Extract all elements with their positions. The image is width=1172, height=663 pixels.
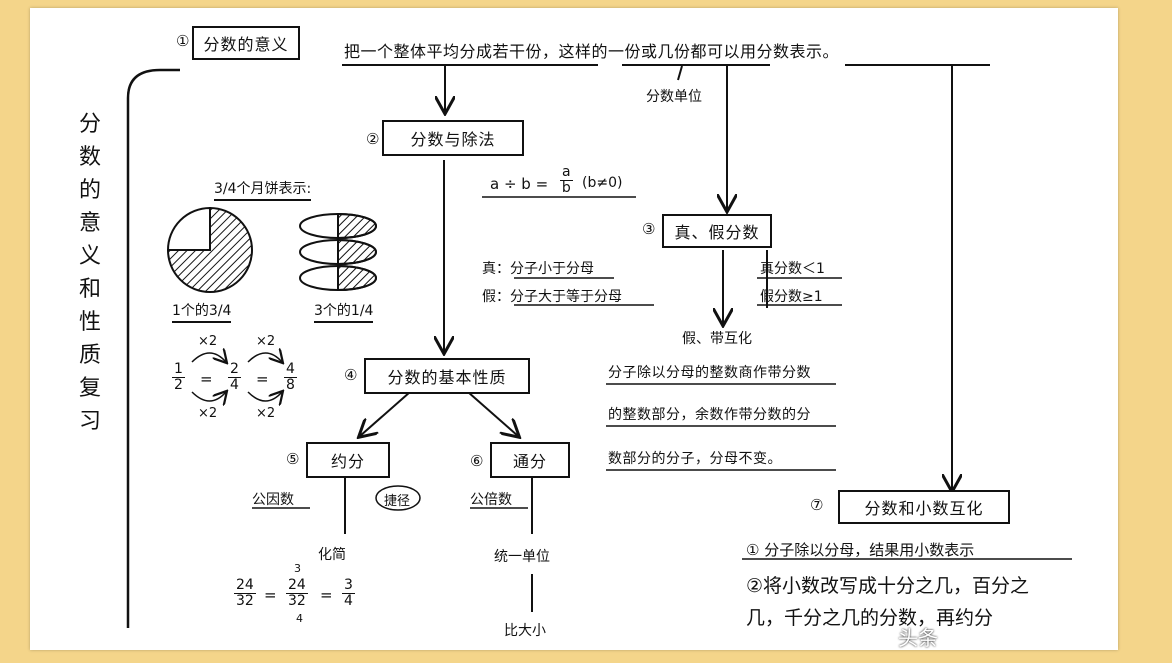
section2-box: 分数与除法 xyxy=(382,120,524,156)
section7-label: 分数和小数互化 xyxy=(864,499,984,518)
times-label: ×2 xyxy=(198,406,218,421)
section6-box: 通分 xyxy=(490,442,570,478)
numerator: 3 xyxy=(342,577,355,594)
rule1-text: ① 分子除以分母，结果用小数表示 xyxy=(746,541,975,559)
proper-definition: 真：分子小于分母 xyxy=(482,261,594,277)
title-char: 习 xyxy=(78,409,101,434)
fraction-four-eighths: 4 8 xyxy=(284,362,297,393)
equals-sign: = xyxy=(256,370,269,388)
division-formula: a ÷ b = xyxy=(490,175,549,193)
denominator: 4 xyxy=(230,377,239,393)
numerator: 2 xyxy=(228,361,241,378)
denominator: 32 xyxy=(236,593,254,609)
shortcut-label: 捷径 xyxy=(384,494,411,509)
title-char: 意 xyxy=(78,211,101,236)
title-char: 数 xyxy=(78,145,101,170)
title-char: 义 xyxy=(78,244,101,269)
formula-fraction: a b xyxy=(560,165,573,196)
equals-sign: = xyxy=(320,586,333,604)
title-char: 分 xyxy=(78,112,101,137)
fraction-one-half: 1 2 xyxy=(172,362,185,393)
title-char: 和 xyxy=(78,277,101,302)
connector-lines xyxy=(126,64,1072,628)
watermark: 头条 xyxy=(898,626,938,650)
section3-box: 真、假分数 xyxy=(662,214,772,248)
cancel-bottom: 4 xyxy=(296,612,303,625)
section1-number: ① xyxy=(176,32,190,50)
title-char: 复 xyxy=(78,376,101,401)
mixed-text-line: 的整数部分，余数作带分数的分 xyxy=(608,407,811,423)
numerator: 24 xyxy=(286,577,308,594)
section5-number: ⑤ xyxy=(286,450,300,468)
example-fraction: 24 32 xyxy=(234,578,256,609)
mixed-title: 假、带互化 xyxy=(682,331,752,347)
times-label: ×2 xyxy=(256,334,276,349)
numerator: 4 xyxy=(284,361,297,378)
mooncake-caption-2: 3个的1/4 xyxy=(314,300,374,323)
gcd-label: 公因数 xyxy=(252,492,294,508)
formula-denominator: b xyxy=(561,180,571,196)
section6-label: 通分 xyxy=(512,452,547,471)
rule2-line2: 几，千分之几的分数，再约分 xyxy=(746,607,994,629)
title-char: 质 xyxy=(78,343,101,368)
section3-label: 真、假分数 xyxy=(674,223,760,242)
compare-label: 比大小 xyxy=(504,623,546,639)
rule2-line1: ②将小数改写成十分之几，百分之 xyxy=(746,575,1030,597)
denominator: 8 xyxy=(286,377,295,393)
denominator: 4 xyxy=(344,593,353,609)
mooncake-heading: 3/4个月饼表示: xyxy=(214,178,312,201)
section7-box: 分数和小数互化 xyxy=(838,490,1010,524)
improper-definition: 假：分子大于等于分母 xyxy=(482,289,622,305)
section6-number: ⑥ xyxy=(470,452,484,470)
fraction-unit-note: 分数单位 xyxy=(646,89,702,105)
section4-label: 分数的基本性质 xyxy=(387,368,507,387)
section5-label: 约分 xyxy=(330,452,365,471)
mixed-text-line: 数部分的分子，分母不变。 xyxy=(608,451,782,467)
section7-number: ⑦ xyxy=(810,496,824,514)
lcm-label: 公倍数 xyxy=(470,492,512,508)
vertical-title: 分 数 的 意 义 和 性 质 复 习 xyxy=(78,108,102,438)
section2-number: ② xyxy=(366,130,380,148)
mooncake-caption-1: 1个的3/4 xyxy=(172,300,232,323)
fraction-two-fourths: 2 4 xyxy=(228,362,241,393)
stacked-mooncakes xyxy=(299,212,378,292)
example-fraction-cancel: 24 32 xyxy=(286,578,308,609)
section4-number: ④ xyxy=(344,366,358,384)
pie-three-quarters xyxy=(166,206,253,293)
improper-rule: 假分数≥1 xyxy=(760,289,823,305)
numerator: 24 xyxy=(234,577,256,594)
equals-sign: = xyxy=(200,370,213,388)
section1-label: 分数的意义 xyxy=(203,35,289,54)
times-label: ×2 xyxy=(256,406,276,421)
formula-numerator: a xyxy=(560,164,573,181)
worksheet: 分 数 的 意 义 和 性 质 复 习 ① 分数的意义 把一个整体平均分成若干份… xyxy=(30,8,1118,650)
cancel-top: 3 xyxy=(294,562,301,575)
proper-rule: 真分数＜1 xyxy=(760,261,825,277)
mixed-text-line: 分子除以分母的整数商作带分数 xyxy=(608,365,811,381)
times-label: ×2 xyxy=(198,334,218,349)
section2-label: 分数与除法 xyxy=(410,130,496,149)
section4-box: 分数的基本性质 xyxy=(364,358,530,394)
example-result: 3 4 xyxy=(342,578,355,609)
section5-box: 约分 xyxy=(306,442,390,478)
section3-number: ③ xyxy=(642,220,656,238)
formula-condition: (b≠0) xyxy=(582,175,623,191)
section1-box: 分数的意义 xyxy=(192,26,300,60)
denominator: 32 xyxy=(288,593,306,609)
definition-text: 把一个整体平均分成若干份，这样的一份或几份都可以用分数表示。 xyxy=(344,42,840,61)
equals-sign: = xyxy=(264,586,277,604)
title-char: 性 xyxy=(78,310,101,335)
unify-label: 统一单位 xyxy=(494,549,550,565)
title-char: 的 xyxy=(78,178,101,203)
numerator: 1 xyxy=(172,361,185,378)
simplify-label: 化简 xyxy=(318,547,346,563)
denominator: 2 xyxy=(174,377,183,393)
